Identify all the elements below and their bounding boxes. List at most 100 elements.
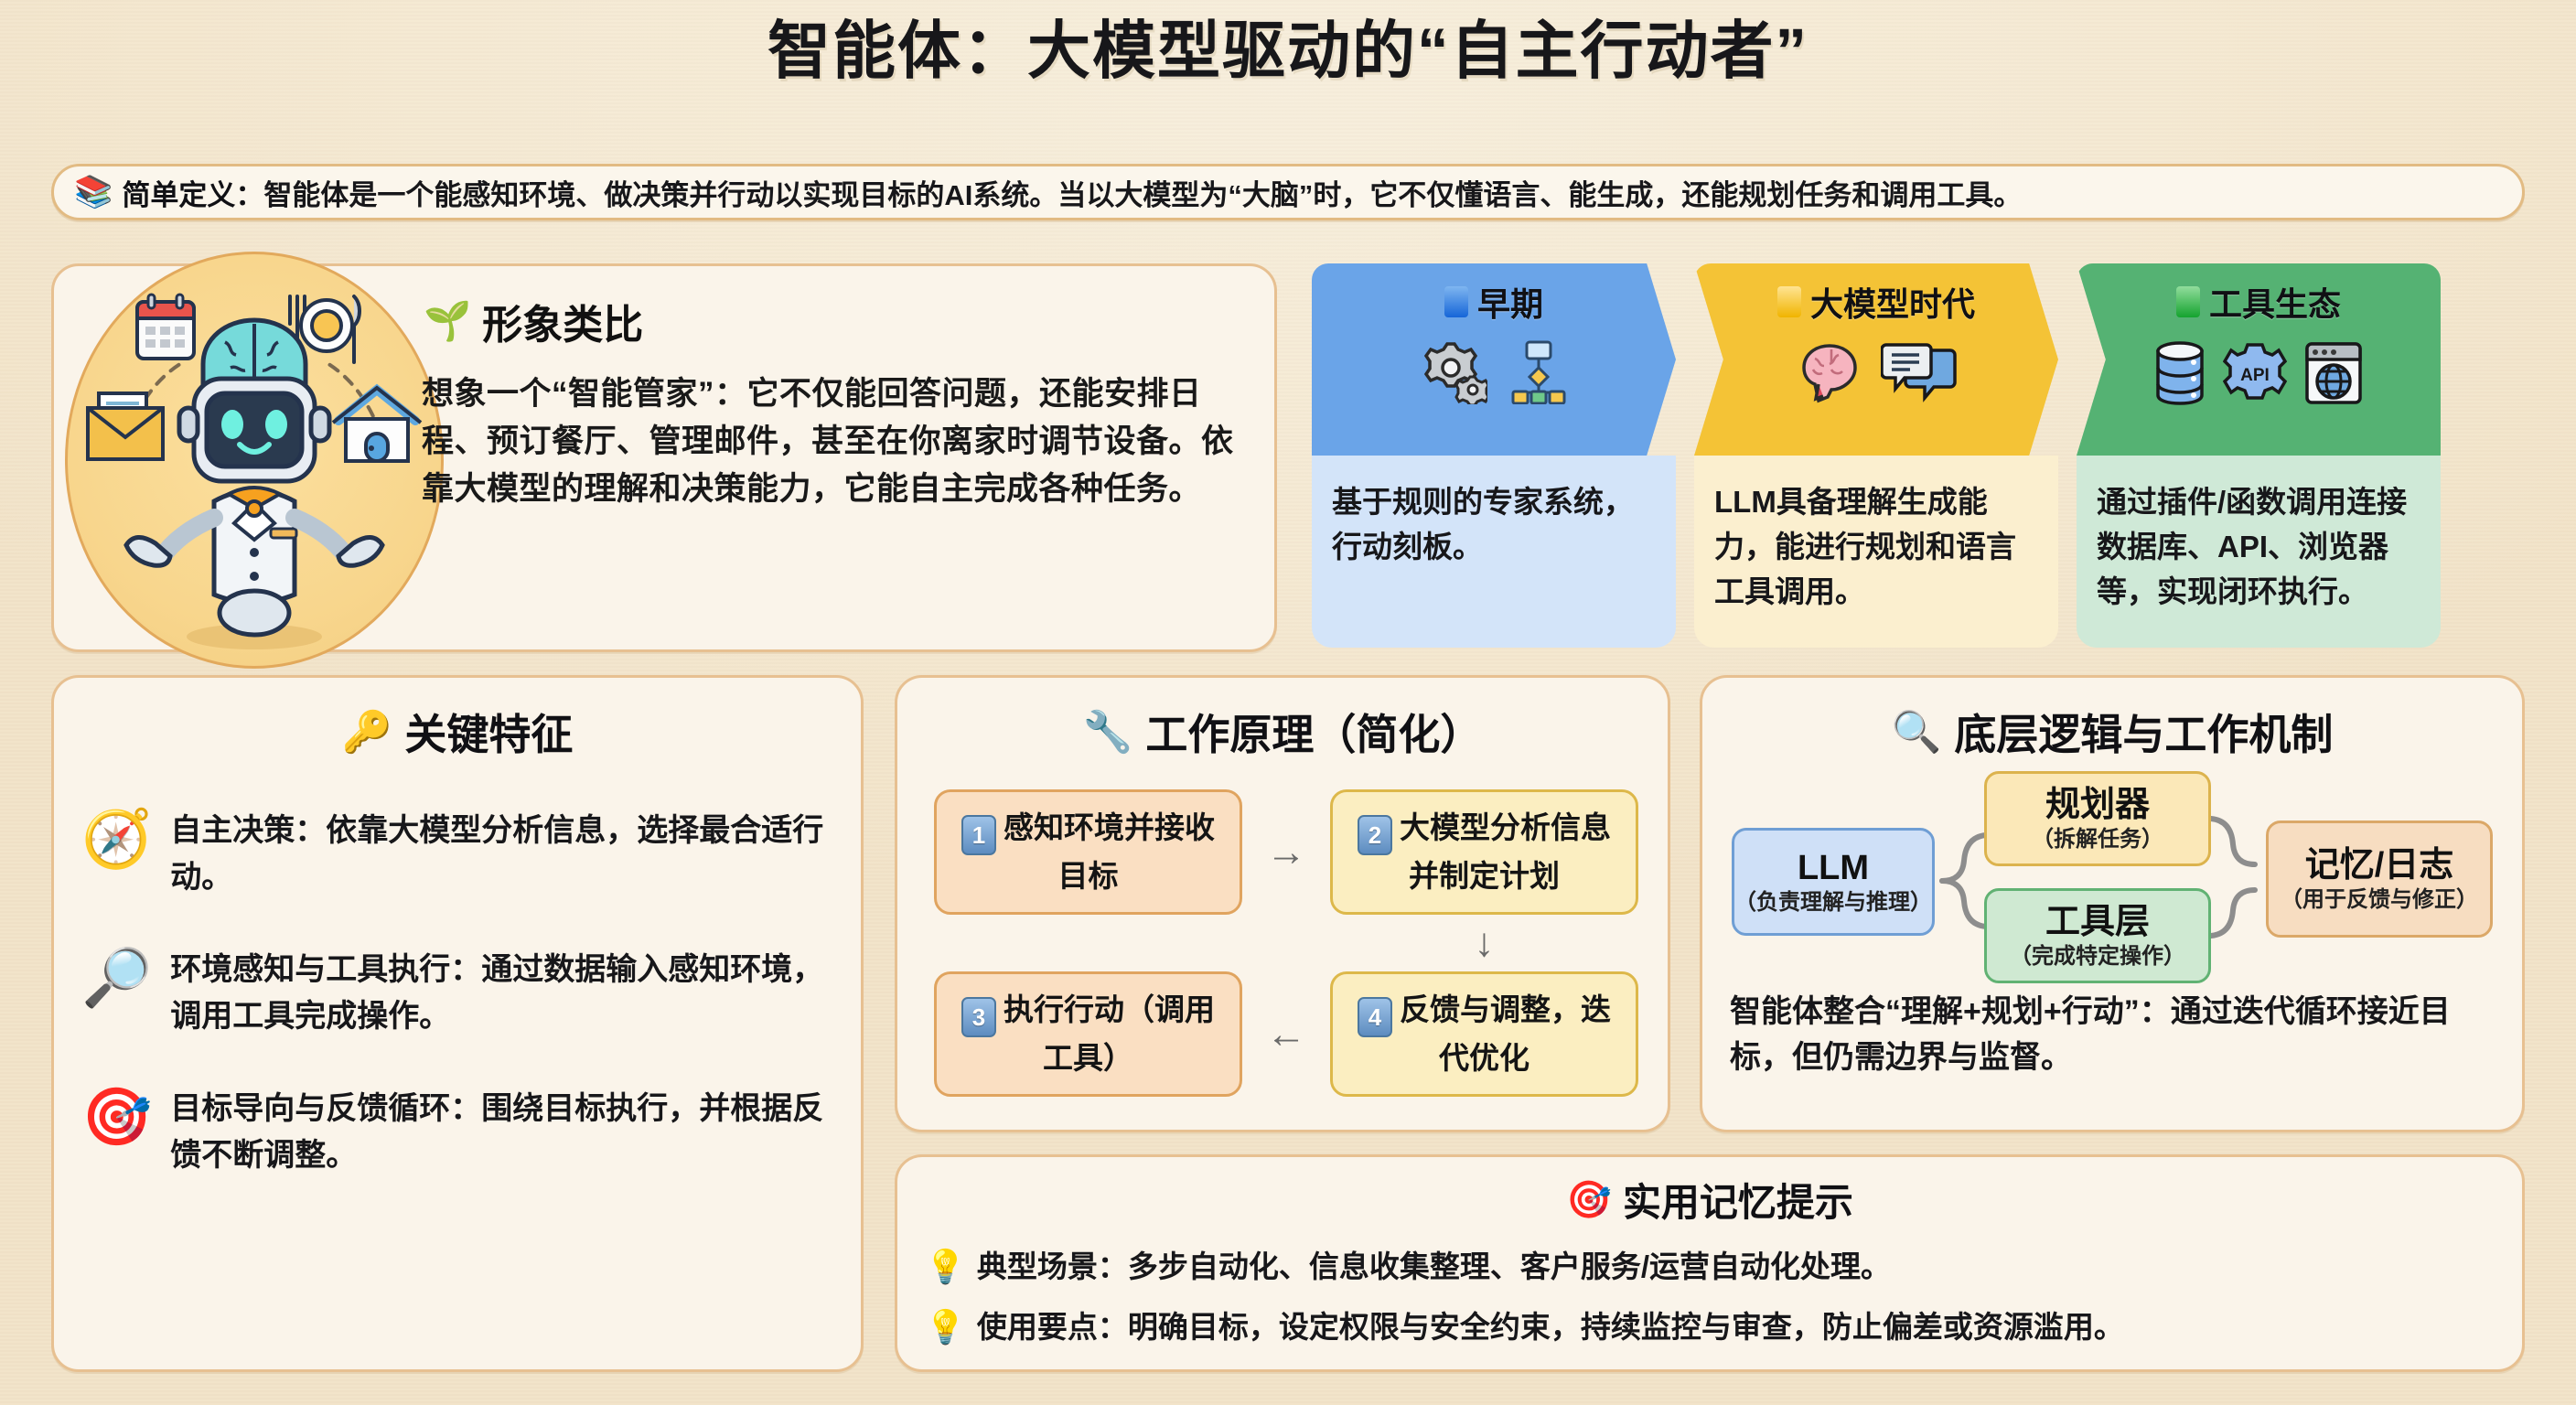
node-name: 规划器 (2045, 785, 2150, 824)
timeline-card-llm-era: 大模型时代 LLM具备理解生成能力，能进行规划和语言工具调用。 (1694, 263, 2058, 648)
brain-icon (1802, 344, 1857, 403)
flow-step-2-text: 大模型分析信息并制定计划 (1400, 810, 1611, 893)
tip-item: 💡 典型场景：多步自动化、信息收集整理、客户服务/运营自动化处理。 (897, 1246, 2522, 1288)
svg-text:API: API (2240, 366, 2270, 385)
node-sub: （用于反馈与修正） (2281, 886, 2478, 912)
node-name: LLM (1797, 848, 1870, 887)
timeline-card-early: 早期 (1312, 263, 1676, 648)
magnifier-icon: 🔍 (1891, 710, 1942, 755)
tip-desc: 明确目标，设定权限与安全约束，持续监控与审查，防止偏差或资源滥用。 (1127, 1310, 2124, 1344)
house-icon (331, 383, 423, 463)
flow-step-3-text: 执行行动（调用工具） (1004, 992, 1215, 1075)
node-name: 工具层 (2045, 902, 2150, 941)
wrench-icon: 🔧 (1082, 710, 1133, 755)
dart-icon: 🎯 (1566, 1180, 1612, 1220)
node-sub: （负责理解与推理） (1734, 889, 1932, 915)
timeline-body-tool-ecology: 通过插件/函数调用连接数据库、API、浏览器等，实现闭环执行。 (2077, 456, 2441, 648)
tip-desc: 多步自动化、信息收集整理、客户服务/运营自动化处理。 (1127, 1249, 1891, 1283)
timeline-title-llm-era: 大模型时代 (1809, 285, 1975, 323)
feature-item: 🔎 环境感知与工具执行：通过数据输入感知环境，调用工具完成操作。 (54, 947, 861, 1040)
analogy-card: 🌱 形象类比 想象一个“智能管家”：它不仅能回答问题，还能安排日程、预订餐厅、管… (51, 252, 1277, 669)
robot-svg (86, 293, 423, 649)
flow-arrow-right: → (1266, 829, 1306, 874)
step-number-badge: 1 (961, 815, 996, 855)
definition-label: 简单定义： (122, 178, 264, 211)
analogy-heading-row: 🌱 形象类比 (424, 292, 1258, 350)
node-sub: （完成特定操作） (2010, 943, 2185, 969)
feature-item: 🎯 目标导向与反馈循环：围绕目标执行，并根据反馈不断调整。 (54, 1086, 861, 1179)
dartboard-icon: 🎯 (81, 1086, 153, 1149)
flow-step-4-text: 反馈与调整，迭代优化 (1400, 992, 1611, 1075)
flow-arrow-left: ← (1266, 1011, 1306, 1056)
tip-term: 使用要点： (976, 1310, 1128, 1344)
robot-butler-illustration (65, 252, 444, 669)
step-number-badge: 2 (1358, 815, 1392, 855)
mechanism-note: 智能体整合“理解+规划+行动”：通过迭代循环接近目标，但仍需边界与监督。 (1730, 994, 2451, 1075)
node-name: 记忆/日志 (2304, 845, 2454, 885)
mechanism-heading: 底层逻辑与工作机制 (1954, 711, 2334, 758)
feature-desc: 通过数据输入感知环境，调用工具完成操作。 (170, 952, 824, 1034)
compass-icon: 🧭 (81, 808, 153, 871)
gears-icon (1423, 342, 1487, 404)
flow-step-1-text: 感知环境并接收目标 (1004, 810, 1215, 893)
analogy-body: 想象一个“智能管家”：它不仅能回答问题，还能安排日程、预订餐厅、管理邮件，甚至在… (422, 376, 1234, 507)
mechanism-node-memory: 记忆/日志 （用于反馈与修正） (2266, 820, 2493, 938)
mechanism-node-tools: 工具层 （完成特定操作） (1984, 888, 2211, 983)
mechanism-node-planner: 规划器 （拆解任务） (1984, 771, 2211, 866)
chat-bubbles-icon (1881, 343, 1957, 402)
timeline-title-early: 早期 (1476, 285, 1543, 323)
cutlery-icon (288, 295, 361, 364)
step-number-badge: 3 (961, 997, 996, 1037)
envelope-icon (86, 391, 165, 461)
step-number-badge: 4 (1358, 997, 1392, 1037)
feature-desc: 依靠大模型分析信息，选择最合适行动。 (170, 813, 824, 895)
work-heading-row: 🔧 工作原理（简化） (897, 702, 1668, 762)
database-icon (2156, 341, 2204, 405)
flowchart-icon (1511, 340, 1566, 404)
magnifier-hand-icon: 🔎 (81, 947, 153, 1010)
green-square-icon (2175, 286, 2200, 317)
mechanism-connectors (1939, 816, 2258, 938)
yellow-square-icon (1776, 286, 1801, 317)
features-heading-row: 🔑 关键特征 (54, 702, 861, 762)
analogy-heading: 形象类比 (482, 303, 644, 348)
api-gear-icon: API (2223, 343, 2287, 400)
key-icon: 🔑 (341, 710, 392, 755)
timeline-title-tool-ecology: 工具生态 (2208, 285, 2341, 323)
timeline-body-llm-era: LLM具备理解生成能力，能进行规划和语言工具调用。 (1694, 456, 2058, 648)
seedling-icon: 🌱 (424, 298, 472, 342)
mechanism-diagram: LLM （负责理解与推理） 规划器 （拆解任务） 工具层 （完成特定操作） 记忆… (1724, 771, 2506, 983)
tip-item: 💡 使用要点：明确目标，设定权限与安全约束，持续监控与审查，防止偏差或资源滥用。 (897, 1306, 2522, 1348)
features-heading: 关键特征 (404, 711, 574, 758)
feature-term: 环境感知与工具执行： (170, 952, 482, 987)
page-title: 智能体：大模型驱动的“自主行动者” (767, 16, 1809, 86)
definition-text: 智能体是一个能感知环境、做决策并行动以实现目标的AI系统。当以大模型为“大脑”时… (263, 178, 2023, 211)
key-features-card: 🔑 关键特征 🧭 自主决策：依靠大模型分析信息，选择最合适行动。 🔎 环境感知与… (51, 675, 864, 1372)
timeline-header-llm-era: 大模型时代 (1694, 263, 2058, 456)
bulb-icon: 💡 (925, 1248, 966, 1285)
feature-term: 自主决策： (170, 813, 327, 848)
mechanism-card: 🔍 底层逻辑与工作机制 LLM （负责理解与推理） 规划器 （拆解任务） (1700, 675, 2525, 1132)
feature-item: 🧭 自主决策：依靠大模型分析信息，选择最合适行动。 (54, 808, 861, 901)
timeline-card-tool-ecology: 工具生态 API (2077, 263, 2441, 648)
feature-desc: 围绕目标执行，并根据反馈不断调整。 (170, 1091, 824, 1173)
node-sub: （拆解任务） (2032, 826, 2163, 852)
timeline-body-early: 基于规则的专家系统，行动刻板。 (1312, 456, 1676, 648)
definition-bar: 📚 简单定义： 智能体是一个能感知环境、做决策并行动以实现目标的AI系统。当以大… (51, 164, 2525, 220)
robot-figure (123, 317, 385, 649)
work-heading: 工作原理（简化） (1145, 711, 1483, 758)
memory-tips-card: 🎯 实用记忆提示 💡 典型场景：多步自动化、信息收集整理、客户服务/运营自动化处… (895, 1154, 2525, 1372)
timeline-header-tool-ecology: 工具生态 API (2077, 263, 2441, 456)
tips-heading-row: 🎯 实用记忆提示 (897, 1172, 2522, 1228)
blue-square-icon (1444, 286, 1468, 317)
calendar-icon (135, 293, 196, 360)
mechanism-node-llm: LLM （负责理解与推理） (1732, 828, 1935, 936)
mechanism-heading-row: 🔍 底层逻辑与工作机制 (1702, 702, 2522, 762)
timeline-header-early: 早期 (1312, 263, 1676, 456)
